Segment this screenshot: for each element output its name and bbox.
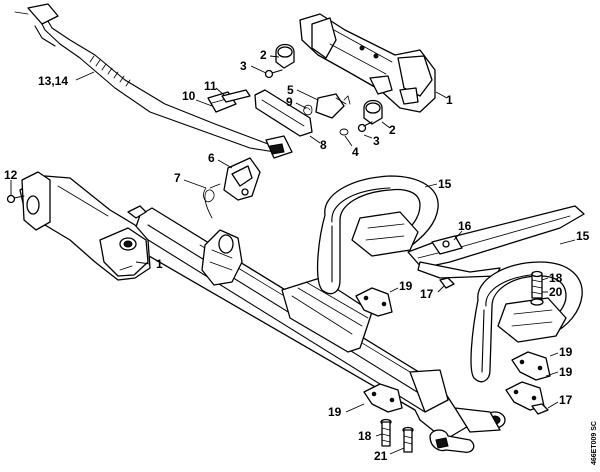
callout-1-control-handle: 1 xyxy=(446,93,453,107)
throttle-cable xyxy=(14,3,293,159)
callout-18-screw-upper: 18 xyxy=(549,271,563,285)
callout-4-circlip: 4 xyxy=(352,145,359,159)
callout-8-trigger: 8 xyxy=(320,138,327,152)
gear-head-fitting xyxy=(429,429,475,453)
callout-19-clamp-a: 19 xyxy=(399,279,413,293)
callout-12-screw: 12 xyxy=(4,168,18,182)
torsion-spring xyxy=(303,104,313,116)
callout-1-rear-handle: 1 xyxy=(156,257,163,271)
callout-19-clamp-b: 19 xyxy=(559,345,573,359)
callout-19-clamp-c: 19 xyxy=(559,365,573,379)
callout-2-clamp-right: 2 xyxy=(389,123,396,137)
switch-slider xyxy=(207,89,251,113)
drive-shaft-tube xyxy=(129,207,506,441)
clamp-top xyxy=(275,43,295,69)
return-spring xyxy=(203,183,221,219)
interlock-lever xyxy=(315,93,351,119)
leader-lines xyxy=(10,55,576,455)
callout-6-housing-piece: 6 xyxy=(208,151,215,165)
callout-labels: 1 2 3 13,14 11 10 5 9 2 3 4 8 6 7 12 1 1… xyxy=(4,48,590,463)
callout-20-washer: 20 xyxy=(549,285,563,299)
callout-15-loop-handle-upper: 15 xyxy=(438,177,452,191)
clamp-right xyxy=(363,99,383,125)
callout-3-screw-top: 3 xyxy=(240,59,247,73)
clamp-19-b xyxy=(511,351,551,381)
reference-code: 466ET009 SC xyxy=(591,421,598,465)
callout-11-switch: 11 xyxy=(204,79,217,93)
loop-handle-lower xyxy=(470,261,583,383)
circlip xyxy=(339,128,349,136)
control-handle-shell xyxy=(299,13,436,113)
screw-18-lower xyxy=(380,418,392,447)
nut-17-upper xyxy=(439,277,455,289)
callout-13-14-throttle-cable: 13,14 xyxy=(38,74,68,88)
callout-7-return-spring: 7 xyxy=(174,171,181,185)
screw-18-upper xyxy=(530,270,544,306)
callout-9-spring: 9 xyxy=(286,95,293,109)
callout-10-slider: 10 xyxy=(182,89,196,103)
throttle-trigger xyxy=(254,89,313,137)
callout-21-screw: 21 xyxy=(374,449,388,463)
loop-handle-upper xyxy=(317,175,439,295)
callout-17-nut-upper: 17 xyxy=(420,287,434,301)
screw-top xyxy=(264,69,283,79)
callout-18-screw-lower: 18 xyxy=(358,429,372,443)
screw-12 xyxy=(6,194,25,204)
callout-5-interlock-lever: 5 xyxy=(287,83,294,97)
rear-handle-housing xyxy=(19,171,151,281)
callout-3-screw-right: 3 xyxy=(373,134,380,148)
handle-bar xyxy=(407,205,585,279)
callout-16-handle-bar: 16 xyxy=(458,219,472,233)
screw-right xyxy=(357,121,373,133)
clamp-19-a xyxy=(355,287,393,317)
nut-17-lower xyxy=(531,403,549,415)
throttle-housing-piece xyxy=(223,157,261,201)
callout-17-nut-lower: 17 xyxy=(559,393,573,407)
screw-21 xyxy=(402,426,414,453)
clamp-19-d xyxy=(363,383,403,413)
callout-2-clamp-top: 2 xyxy=(260,48,267,62)
callout-19-clamp-d: 19 xyxy=(328,405,342,419)
callout-15-loop-handle-lower: 15 xyxy=(576,229,590,243)
